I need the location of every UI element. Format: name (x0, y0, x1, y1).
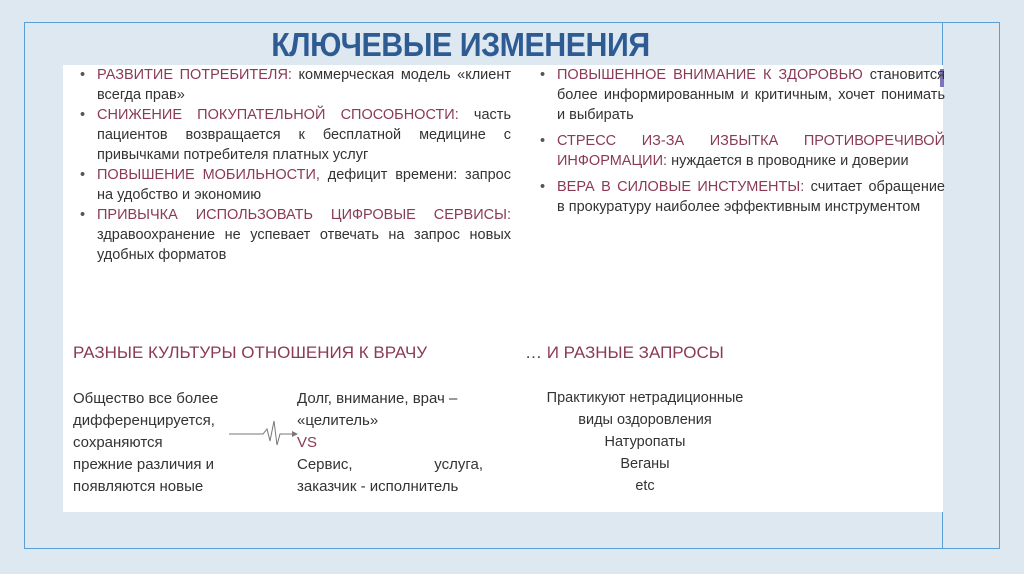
word: Сервис, (297, 456, 353, 473)
society-text: Общество все более дифференцируется, сох… (73, 388, 273, 498)
requests-list: Практикуют нетрадиционные виды оздоровле… (525, 387, 765, 497)
list-item: • ПРИВЫЧКА ИСПОЛЬЗОВАТЬ ЦИФРОВЫЕ СЕРВИСЫ:… (77, 205, 511, 265)
word: услуга, (434, 456, 483, 473)
text-line: прежние различия и (73, 456, 215, 473)
text-line: Общество все более (73, 390, 219, 407)
bullet-icon: • (80, 107, 86, 123)
item-text: коммерческая модель «клиент всегда прав» (97, 67, 511, 103)
item-heading: СТРЕСС ИЗ-ЗА ИЗБЫТКА ПРОТИВОРЕЧИВОЙ ИНФО… (557, 133, 945, 169)
slide-title: КЛЮЧЕВЫЕ ИЗМЕНЕНИЯ (271, 26, 650, 63)
text-line: Сервис, услуга, (297, 454, 483, 476)
bullet-icon: • (540, 179, 546, 195)
text-line: Долг, внимание, врач – (297, 390, 458, 407)
bullet-icon: • (80, 207, 86, 223)
text-line: «целитель» (297, 412, 379, 429)
list-item: • ВЕРА В СИЛОВЫЕ ИНСТУМЕНТЫ: считает обра… (537, 177, 945, 217)
item-text: считает обращение в прокуратуру наиболее… (557, 179, 945, 215)
bullet-icon: • (80, 67, 86, 83)
item-text: становится более информированным и крити… (557, 67, 946, 123)
text-line: сохраняются (73, 434, 163, 451)
ellipsis: … (525, 343, 542, 362)
item-text: нуждается в проводнике и доверии (667, 153, 909, 169)
item-text: здравоохранение не успевает отвечать на … (97, 227, 511, 263)
content-image: • РАЗВИТИЕ ПОТРЕБИТЕЛЯ: коммерческая моде… (63, 65, 945, 512)
list-item: • РАЗВИТИЕ ПОТРЕБИТЕЛЯ: коммерческая моде… (77, 65, 511, 105)
text-line: появляются новые (73, 478, 204, 495)
vs-label: VS (297, 434, 318, 451)
doctor-culture-text: Долг, внимание, врач – «целитель» VS Сер… (297, 388, 483, 498)
section-title-cultures: РАЗНЫЕ КУЛЬТУРЫ ОТНОШЕНИЯ К ВРАЧУ (73, 343, 428, 362)
list-item: • СНИЖЕНИЕ ПОКУПАТЕЛЬНОЙ СПОСОБНОСТИ: час… (77, 105, 511, 165)
text-line: etc (635, 478, 655, 494)
item-heading: РАЗВИТИЕ ПОТРЕБИТЕЛЯ: (97, 67, 292, 83)
text-line: Натуропаты (604, 434, 686, 450)
bullet-icon: • (80, 167, 86, 183)
slide-frame (24, 22, 1000, 549)
cropped-edge-mark (940, 69, 944, 87)
item-text: дефицит времени: запрос на удобство и эк… (97, 167, 511, 203)
text-line: виды оздоровления (578, 412, 712, 428)
item-heading: ПОВЫШЕННОЕ ВНИМАНИЕ К ЗДОРОВЬЮ (557, 67, 863, 83)
requests-title-text: И РАЗНЫЕ ЗАПРОСЫ (542, 343, 724, 362)
list-item: • СТРЕСС ИЗ-ЗА ИЗБЫТКА ПРОТИВОРЕЧИВОЙ ИНФ… (537, 131, 945, 171)
item-heading: ВЕРА В СИЛОВЫЕ ИНСТУМЕНТЫ: (557, 179, 805, 195)
text-line: заказчик - исполнитель (297, 478, 459, 495)
text-line: Практикуют нетрадиционные (546, 390, 744, 406)
right-bullet-list: • ПОВЫШЕННОЕ ВНИМАНИЕ К ЗДОРОВЬЮ становит… (537, 65, 945, 223)
list-item: • ПОВЫШЕННОЕ ВНИМАНИЕ К ЗДОРОВЬЮ становит… (537, 65, 945, 125)
section-title-requests: … И РАЗНЫЕ ЗАПРОСЫ (525, 343, 724, 363)
item-heading: ПРИВЫЧКА ИСПОЛЬЗОВАТЬ ЦИФРОВЫЕ СЕРВИСЫ: (97, 207, 511, 223)
item-text: часть пациентов возвращается к бесплатно… (97, 107, 511, 163)
list-item: • ПОВЫШЕНИЕ МОБИЛЬНОСТИ, дефицит времени:… (77, 165, 511, 205)
pulse-arrow-icon (229, 420, 298, 446)
bullet-icon: • (540, 133, 546, 149)
text-line: дифференцируется, (73, 412, 215, 429)
left-bullet-list: • РАЗВИТИЕ ПОТРЕБИТЕЛЯ: коммерческая моде… (77, 65, 511, 265)
item-heading: СНИЖЕНИЕ ПОКУПАТЕЛЬНОЙ СПОСОБНОСТИ: (97, 107, 459, 123)
bullet-icon: • (540, 67, 546, 83)
text-line: Веганы (620, 456, 670, 472)
item-heading: ПОВЫШЕНИЕ МОБИЛЬНОСТИ, (97, 167, 320, 183)
